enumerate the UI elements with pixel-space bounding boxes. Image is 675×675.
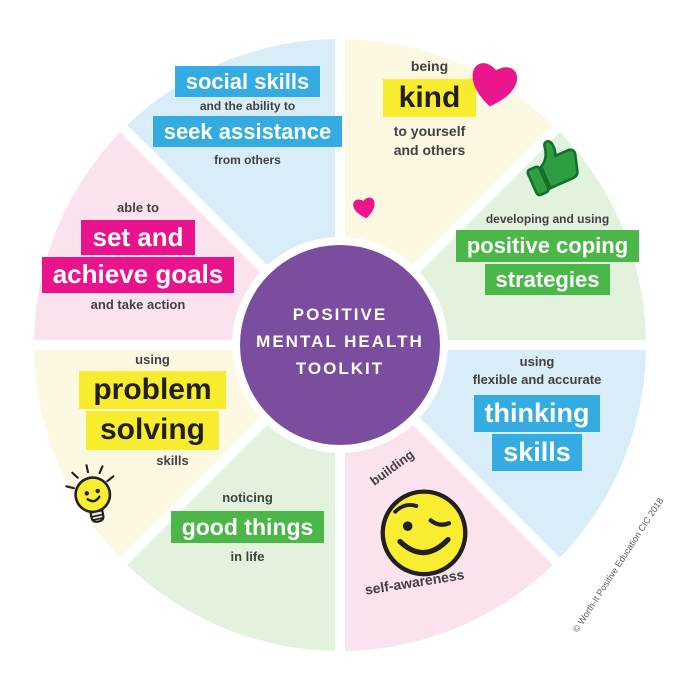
segment-good-things: noticing good things in life [150,488,345,567]
thinking-sub2: flexible and accurate [472,371,602,387]
problem-highlight: problem [79,370,226,410]
thinking-sub1: using [519,354,555,369]
center-circle [232,237,448,453]
strategies-highlight: strategies [484,263,611,295]
skills-text: skills [156,452,189,468]
thinking-highlight: thinking [473,395,601,433]
able-to-text: able to [117,200,159,215]
and-others-text: and others [393,142,466,159]
social-skills-sub2: from others [214,152,281,167]
segment-positive-coping: developing and using positive coping str… [445,210,650,297]
thumbs-up-icon [516,128,590,207]
social-skills-highlight: social skills [174,66,321,98]
noticing-text: noticing [222,490,273,505]
segment-thinking-skills: using flexible and accurate thinking ski… [452,352,622,473]
being-text: being [410,58,449,74]
winking-smiley-icon [376,482,472,583]
heart-icon [462,56,525,120]
achieve-goals-highlight: achieve goals [41,257,235,294]
positive-coping-highlight: positive coping [455,230,640,262]
center-title-line2: MENTAL HEALTH [256,332,424,352]
center-title: POSITIVE MENTAL HEALTH TOOLKIT [230,301,450,383]
set-and-highlight: set and [81,219,195,256]
small-heart-icon [350,194,381,227]
kind-highlight: kind [382,78,477,118]
lightbulb-icon [57,457,132,545]
segment-being-kind: being kind to yourself and others [352,56,507,161]
coping-sub: developing and using [485,212,610,226]
center-title-line1: POSITIVE [292,305,388,324]
segment-social-skills: social skills and the ability to seek as… [135,64,360,169]
seek-assistance-highlight: seek assistance [152,115,343,147]
solving-highlight: solving [85,411,219,450]
using-text: using [135,352,170,367]
to-yourself-text: to yourself [393,123,466,140]
social-skills-sub1: and the ability to [199,99,296,114]
take-action-text: and take action [90,297,186,313]
segment-set-goals: able to set and achieve goals and take a… [32,198,244,315]
good-things-highlight: good things [170,510,325,544]
thinking-skills-highlight: skills [492,434,582,472]
center-title-line3: TOOLKIT [295,359,385,379]
segment-problem-solving: using problem solving skills [55,350,250,470]
in-life-text: in life [230,549,265,565]
